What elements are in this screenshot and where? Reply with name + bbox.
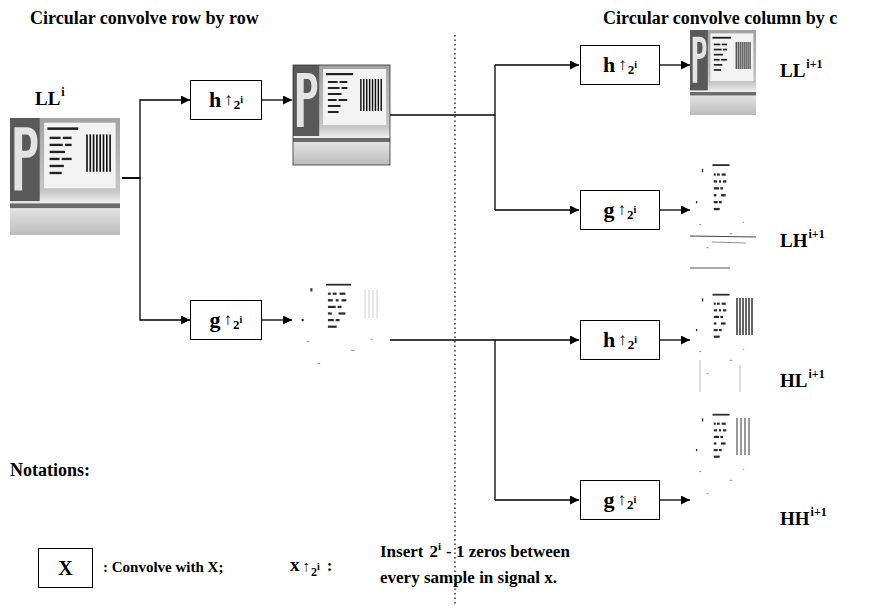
- image-lh-output: [690, 155, 756, 270]
- notation-text: : Convolve with X;: [103, 557, 223, 576]
- section-heading: Circular convolve column by c: [603, 8, 837, 30]
- filter-box: h↑2i: [580, 320, 660, 360]
- node-index-text: i: [240, 314, 243, 325]
- node-index-text: 2: [627, 207, 634, 223]
- label-text: - 1 zeros between: [446, 542, 570, 562]
- node-index-text: ↑: [618, 330, 627, 350]
- node-text: LL: [780, 60, 805, 83]
- notation-text: Insert 2i - 1 zeros between: [380, 542, 570, 562]
- notation-heading: Notations:: [10, 460, 90, 482]
- label-text: every sample in signal x.: [380, 568, 557, 588]
- subband-label: LLi+1: [780, 60, 823, 83]
- node-index-text: 2: [627, 497, 634, 513]
- node-text: LL: [35, 88, 60, 111]
- label-text: x: [290, 554, 300, 577]
- filter-box: h↑2i: [190, 80, 262, 120]
- node-text: g: [210, 307, 221, 333]
- notation-symbol: x↑2i:: [290, 554, 332, 577]
- node-text: h: [603, 327, 615, 353]
- node-text: h: [209, 87, 221, 113]
- node-index-text: i: [634, 494, 637, 505]
- filter-box: g↑2i: [580, 480, 660, 520]
- subband-label: HLi+1: [780, 370, 825, 393]
- filter-box: g↑2i: [190, 300, 262, 340]
- node-index-text: i: [634, 334, 637, 345]
- node-text: h: [603, 52, 615, 78]
- label-text: i: [438, 540, 441, 553]
- divider-line: [454, 35, 455, 605]
- node-text: HH: [780, 508, 810, 531]
- notation-text: every sample in signal x.: [380, 568, 557, 588]
- connector-arrow: [660, 339, 690, 340]
- node-index-text: i: [240, 94, 243, 105]
- filter-box: g↑2i: [580, 190, 660, 230]
- notation-box: X: [38, 548, 93, 588]
- label-text: Circular convolve column by c: [603, 8, 837, 30]
- node-index-text: i+1: [811, 505, 827, 519]
- node-index-text: 2: [628, 337, 635, 353]
- image-row-low: [293, 65, 390, 165]
- label-text: 2: [429, 542, 438, 562]
- image-ll-input: [10, 118, 120, 235]
- label-text: ↑: [303, 557, 311, 575]
- node-text: LH: [780, 230, 807, 253]
- layout-arrows: [262, 65, 579, 500]
- subband-label: HHi+1: [780, 508, 827, 531]
- node-text: HL: [780, 370, 807, 393]
- connector-arrow: [660, 209, 690, 210]
- label-text: : Convolve with X;: [103, 558, 223, 576]
- image-ll-output: [690, 30, 756, 115]
- subband-node: LHi+1: [690, 155, 850, 270]
- connector-arrow: [122, 100, 190, 178]
- label-text: :: [327, 556, 333, 576]
- subband-node: LLi+1: [690, 30, 850, 115]
- node-index-text: ↑: [618, 55, 627, 75]
- image-row-high: [293, 275, 390, 385]
- node-text: X: [58, 557, 72, 580]
- node-text: g: [604, 197, 615, 223]
- node-index-text: i: [634, 59, 637, 70]
- node-index-text: i: [61, 85, 64, 99]
- node-index-text: i+1: [806, 57, 822, 71]
- subband-node: HHi+1: [690, 405, 850, 530]
- image-hh-output: [690, 405, 756, 515]
- node-index-text: ↑: [618, 490, 627, 510]
- image-hl-output: [690, 285, 756, 395]
- subband-label: LLi: [35, 88, 65, 111]
- label-text: i: [317, 561, 320, 573]
- filter-box: h↑2i: [580, 45, 660, 85]
- connector-arrow: [660, 499, 690, 500]
- node-index-text: ↑: [224, 90, 233, 110]
- connector-arrow: [660, 64, 690, 65]
- label-text: 2: [311, 565, 317, 579]
- node-index-text: i+1: [808, 367, 824, 381]
- image-node: LLi: [10, 88, 122, 236]
- label-text: Circular convolve row by row: [30, 8, 259, 30]
- node-index-text: 2: [234, 97, 241, 113]
- label-text: Insert: [380, 542, 423, 562]
- node-index-text: ↑: [224, 310, 233, 330]
- label-text: Notations:: [10, 460, 90, 482]
- connector-arrow: [122, 178, 190, 320]
- node-index-text: ↑: [618, 200, 627, 220]
- node-index-text: i+1: [808, 227, 824, 241]
- section-heading: Circular convolve row by row: [30, 8, 259, 30]
- subband-label: LHi+1: [780, 230, 825, 253]
- node-index-text: 2: [233, 317, 240, 333]
- image-frame: [293, 65, 390, 165]
- node-index-text: i: [634, 204, 637, 215]
- subband-node: HLi+1: [690, 285, 850, 395]
- node-text: g: [604, 487, 615, 513]
- node-index-text: 2: [628, 62, 635, 78]
